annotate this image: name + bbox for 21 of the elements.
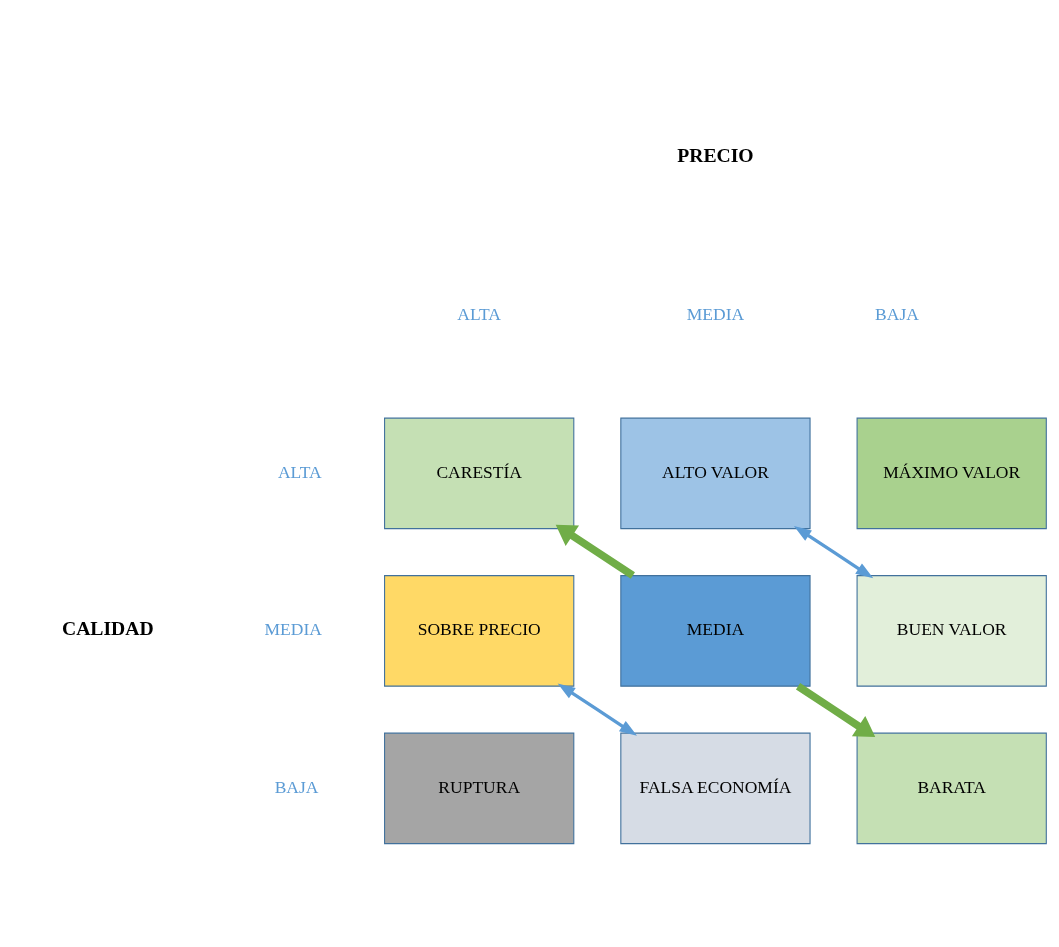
arrow: [555, 524, 635, 579]
label: BAJA: [875, 304, 919, 325]
label: PRECIO: [677, 144, 754, 167]
node-box: BARATA: [856, 732, 1047, 845]
node-box: FALSA ECONOMÍA: [620, 732, 811, 845]
node-box: MÁXIMO VALOR: [856, 417, 1047, 530]
arrow: [795, 683, 876, 738]
label: CALIDAD: [61, 616, 154, 639]
node-box: ALTO VALOR: [620, 417, 811, 530]
label: ALTA: [277, 461, 322, 482]
label: MEDIA: [264, 619, 322, 640]
node-box: MEDIA: [620, 575, 811, 687]
node-box: SOBRE PRECIO: [384, 575, 575, 687]
label: BAJA: [274, 776, 319, 797]
node-box: RUPTURA: [384, 732, 575, 845]
node-box: CARESTÍA: [384, 417, 575, 530]
label: MEDIA: [686, 304, 745, 325]
label: ALTA: [457, 304, 502, 325]
node-box: BUEN VALOR: [856, 575, 1047, 687]
arrow: [793, 526, 874, 579]
arrow: [557, 683, 637, 736]
